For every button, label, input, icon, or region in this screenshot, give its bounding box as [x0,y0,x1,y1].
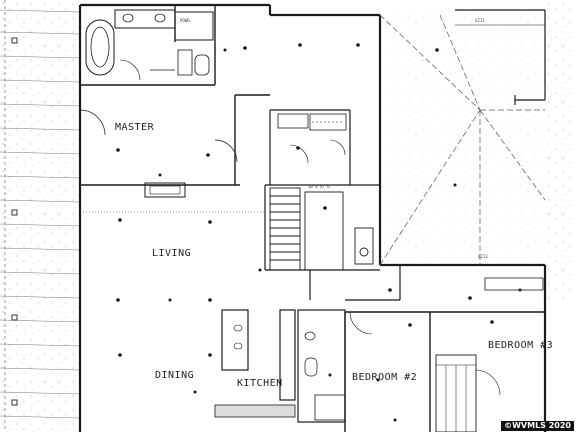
center-hall [265,109,380,186]
bath-tag: POWD. [180,18,192,23]
bedroom-3-label: BEDROOM #3 [488,340,553,351]
garage-slab [380,10,545,270]
staircase [269,187,374,271]
bedroom-2-label: BEDROOM #2 [352,372,417,383]
dim-mid-right: G213 [478,254,488,259]
light-fixtures [116,43,522,422]
living-dining-walls [80,185,401,418]
right-deck [545,0,576,300]
master-bedroom-walls [79,94,270,198]
master-bathroom [80,5,216,86]
living-label: LIVING [152,248,191,259]
bedroom-3-walls [430,277,545,432]
left-deck-posts [4,0,18,432]
dim-top-right: G213 [475,18,485,23]
kitchen-label: KITCHEN [237,378,283,389]
hall-bathroom [297,309,346,423]
bedroom-2-walls [344,311,431,432]
stair-dimension: 10'0"x7'6" [308,184,332,189]
master-label: MASTER [115,122,155,133]
garage-roof-lines [379,14,546,266]
watermark: ©WVMLS 2020 [501,421,574,431]
left-deck [0,0,80,432]
left-deck-lines [0,9,81,419]
dining-label: DINING [155,370,194,381]
garage-walls [455,9,546,105]
